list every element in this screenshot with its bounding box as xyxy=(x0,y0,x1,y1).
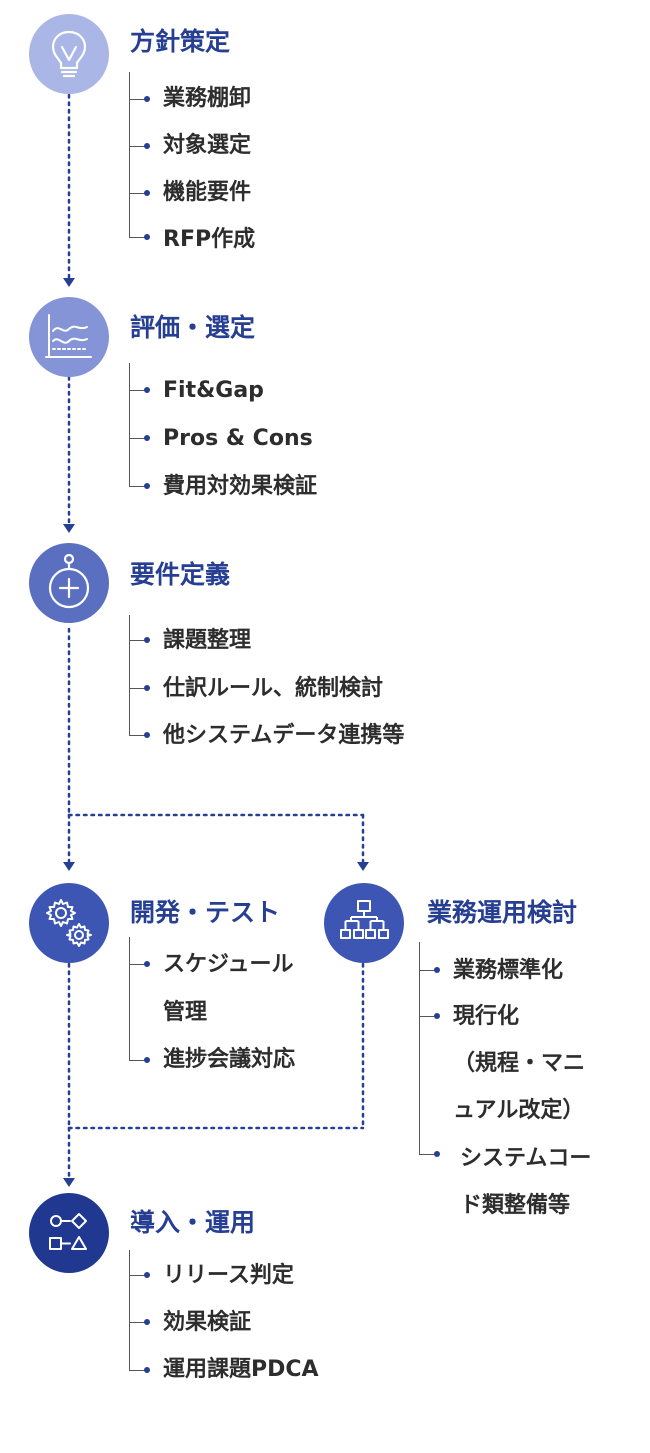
step-evaluation-title: 評価・選定 xyxy=(130,313,256,342)
arrowhead-evaluation xyxy=(63,278,75,287)
arrowhead-deployment xyxy=(63,1178,75,1187)
step-development-circle xyxy=(29,883,109,963)
step-evaluation-item: 費用対効果検証 xyxy=(163,474,318,499)
step-deployment-title: 導入・運用 xyxy=(130,1208,256,1237)
arrowhead-operations xyxy=(357,862,369,871)
step-requirements-title: 要件定義 xyxy=(130,560,231,589)
step-development-item: スケジュール xyxy=(163,952,294,977)
step-development-title: 開発・テスト xyxy=(130,898,281,927)
step-deployment-item: 効果検証 xyxy=(163,1310,252,1335)
step-policy-circle xyxy=(29,14,109,94)
step-operations-title: 業務運用検討 xyxy=(427,898,578,927)
line-chart-icon xyxy=(45,314,92,358)
step-policy-item: 業務棚卸 xyxy=(163,86,252,111)
step-deployment-bracket xyxy=(129,1250,130,1371)
step-operations-item: システムコー xyxy=(460,1146,592,1171)
step-development-item: 進捗会議対応 xyxy=(163,1047,296,1072)
step-evaluation-item: Pros & Cons xyxy=(163,426,313,451)
step-evaluation-circle xyxy=(29,297,109,377)
step-deployment-item: 運用課題PDCA xyxy=(163,1357,319,1382)
step-development-bracket xyxy=(129,937,130,1060)
step-requirements-item: 課題整理 xyxy=(163,628,252,653)
stopwatch-icon xyxy=(48,553,90,609)
step-evaluation-item: Fit&Gap xyxy=(163,378,264,403)
step-requirements-item: 他システムデータ連携等 xyxy=(163,723,405,748)
step-requirements-circle xyxy=(29,543,109,623)
step-policy-item: RFP作成 xyxy=(163,227,256,252)
step-requirements-bracket xyxy=(129,615,130,735)
step-policy-bracket xyxy=(129,72,130,237)
step-deployment-item: リリース判定 xyxy=(163,1263,294,1288)
step-deployment-circle xyxy=(29,1193,109,1273)
flowchart-icon xyxy=(49,1213,87,1250)
gears-icon xyxy=(46,899,92,947)
arrowhead-requirements xyxy=(63,524,75,533)
step-operations-item: 現行化 xyxy=(453,1004,520,1029)
step-operations-item: ュアル改定） xyxy=(453,1098,585,1123)
step-operations-item: 業務標準化 xyxy=(453,958,564,983)
step-operations-item: （規程・マニ xyxy=(453,1051,586,1076)
step-operations-item: ド類整備等 xyxy=(460,1193,571,1218)
arrowhead-development xyxy=(63,862,75,871)
step-development-item: 管理 xyxy=(163,1000,208,1025)
org-chart-icon xyxy=(340,900,389,939)
lightbulb-icon xyxy=(51,30,87,78)
step-evaluation-bracket xyxy=(129,363,130,486)
step-policy-item: 機能要件 xyxy=(163,180,252,205)
step-operations-bracket xyxy=(419,942,420,1154)
step-requirements-item: 仕訳ルール、統制検討 xyxy=(163,676,384,701)
step-policy-title: 方針策定 xyxy=(130,27,231,56)
step-operations-circle xyxy=(324,883,404,963)
step-policy-item: 対象選定 xyxy=(163,133,252,158)
